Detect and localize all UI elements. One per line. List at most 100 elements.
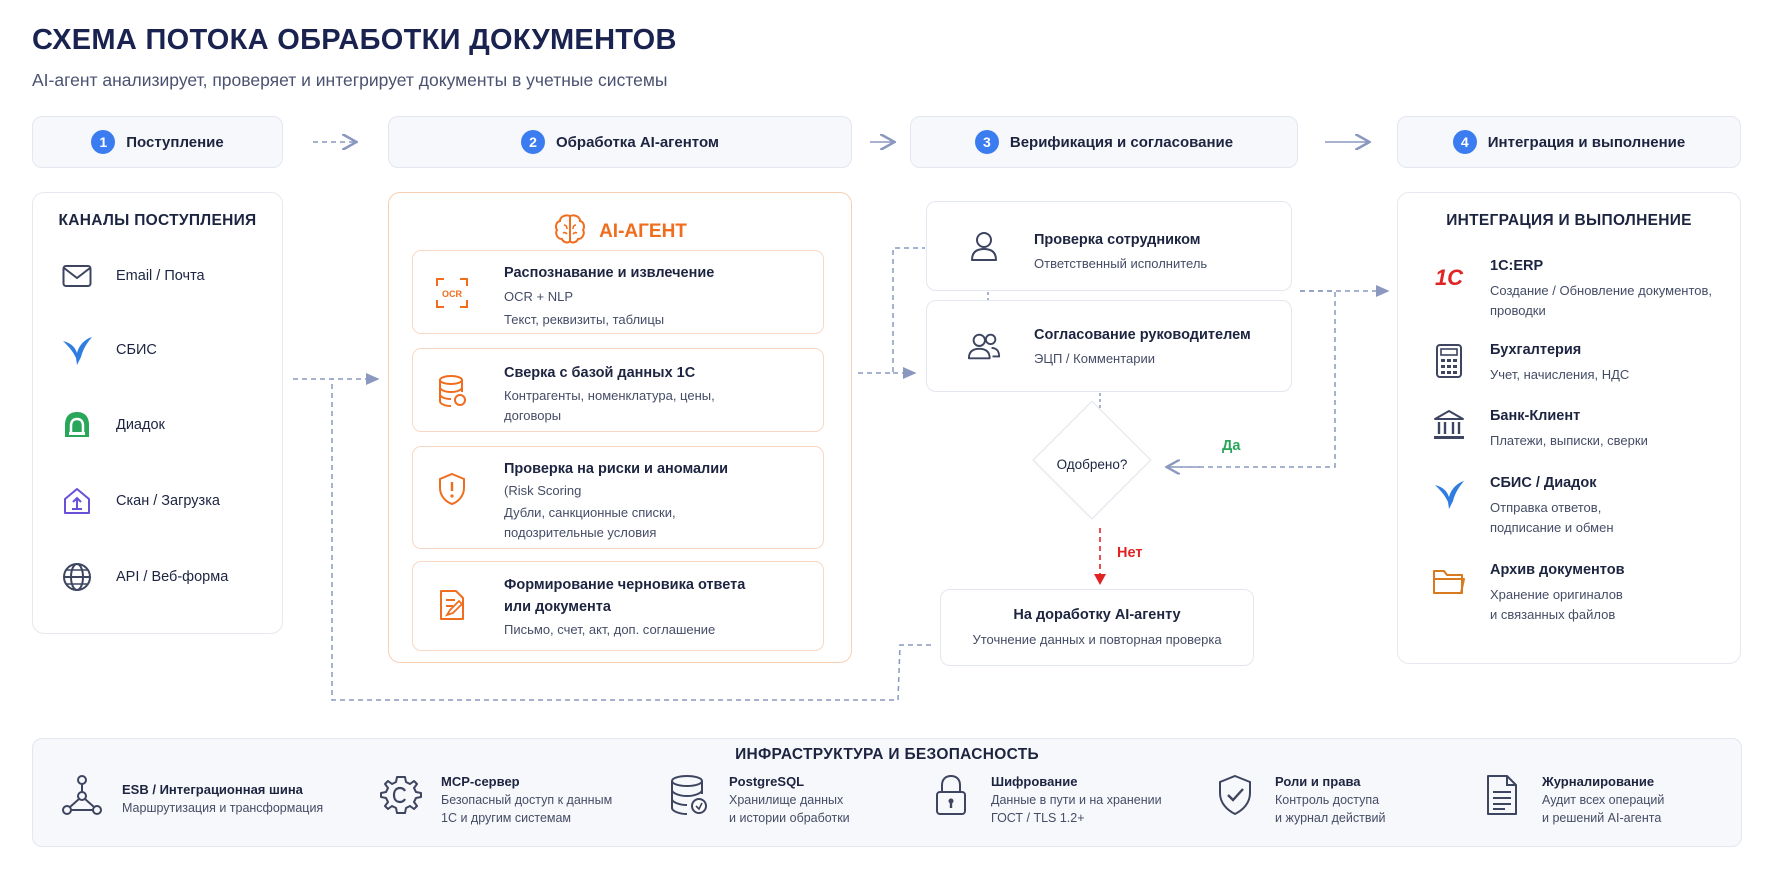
channel-label: API / Веб-форма [116, 569, 229, 585]
infra-item-line: Маршрутизация и трансформация [122, 801, 324, 815]
calculator-icon [1426, 341, 1472, 381]
infra-item-title: MCP-сервер [441, 774, 520, 789]
stage-label: Верификация и согласование [1009, 133, 1234, 151]
channel-diadoc: Диадок [60, 408, 165, 442]
integration-item-title: Архив документов [1490, 562, 1625, 578]
infra-item-line: Данные в пути и на хранении [991, 793, 1162, 807]
ai-step-draft: Формирование черновика ответа или докуме… [412, 561, 824, 651]
brain-icon [553, 213, 587, 251]
users-icon [967, 329, 1001, 363]
rework-title: На доработку AI-агенту [1013, 607, 1181, 623]
ai-agent-panel: AI-АГЕНТ OCR Распознавание и извлечение … [388, 192, 852, 663]
infrastructure-title: ИНФРАСТРУКТУРА И БЕЗОПАСНОСТЬ [735, 746, 1039, 763]
database-icon [435, 374, 469, 408]
infra-item-line: и истории обработки [729, 811, 850, 825]
employee-review-card: Проверка сотрудником Ответственный испол… [926, 201, 1292, 291]
ai-step-recognition: OCR Распознавание и извлечение OCR + NLP… [412, 250, 824, 334]
ai-step-title-line: Формирование черновика ответа [504, 577, 746, 593]
ai-to-verification-arrow [858, 247, 925, 374]
stage-number-badge: 1 [91, 130, 116, 154]
integration-title: ИНТЕГРАЦИЯ И ВЫПОЛНЕНИЕ [1446, 212, 1692, 229]
user-icon [967, 229, 1001, 263]
diadoc-icon [60, 408, 94, 442]
sbis-bird-icon [60, 333, 94, 367]
stage-verification: 3 Верификация и согласование [910, 116, 1298, 168]
stage-integration: 4 Интеграция и выполнение [1397, 116, 1741, 168]
ai-step-line: OCR + NLP [504, 289, 573, 304]
channel-api-webform: API / Веб-форма [60, 560, 228, 594]
ai-step-db-check: Сверка с базой данных 1С Контрагенты, но… [412, 348, 824, 432]
stage-intake: 1 Поступление [32, 116, 283, 168]
decision-label: Одобрено? [1056, 457, 1128, 472]
integration-item-line: и связанных файлов [1490, 607, 1616, 622]
integration-item-title: Банк-Клиент [1490, 408, 1581, 424]
manager-approval-title: Согласование руководителем [1034, 327, 1251, 343]
stage-label: Обработка AI-агентом [555, 133, 720, 151]
no-path-arrowhead [1094, 574, 1106, 585]
integration-item-title: 1С:ERP [1490, 258, 1544, 274]
rework-card: На доработку AI-агенту Уточнение данных … [940, 589, 1254, 666]
stage-ai-processing: 2 Обработка AI-агентом [388, 116, 852, 168]
employee-review-title: Проверка сотрудником [1034, 232, 1201, 248]
shield-alert-icon [435, 472, 469, 506]
ai-step-title: Распознавание и извлечение [504, 265, 715, 281]
integration-item-line: проводки [1490, 303, 1546, 318]
integration-panel: ИНТЕГРАЦИЯ И ВЫПОЛНЕНИЕ 1С 1С:ERP Создан… [1397, 192, 1741, 664]
shield-check-icon [1213, 773, 1257, 817]
channel-label: Диадок [116, 417, 165, 433]
integration-item-line: Учет, начисления, НДС [1490, 367, 1630, 382]
log-document-icon [1480, 773, 1524, 817]
channel-sbis: СБИС [60, 333, 157, 367]
1c-logo-text: 1С [1435, 265, 1464, 290]
ai-step-line: Дубли, санкционные списки, [504, 505, 676, 520]
ai-step-title: Сверка с базой данных 1С [504, 365, 696, 381]
channel-label: СБИС [116, 342, 157, 358]
ai-step-risk-check: Проверка на риски и аномалии (Risk Scori… [412, 446, 824, 549]
infra-item-line: и решений AI-агента [1542, 811, 1662, 825]
globe-icon [60, 560, 94, 594]
folder-icon [1426, 561, 1472, 601]
infra-item-line: ГОСТ / TLS 1.2+ [991, 811, 1085, 825]
channels-title: КАНАЛЫ ПОСТУПЛЕНИЯ [58, 212, 257, 229]
infra-item-line: Хранилище данных [729, 793, 844, 807]
infra-item-title: Шифрование [991, 774, 1078, 789]
lock-icon [929, 773, 973, 817]
stage-label: Интеграция и выполнение [1487, 133, 1686, 151]
rework-subtitle: Уточнение данных и повторная проверка [972, 632, 1222, 647]
ocr-icon-text: OCR [442, 289, 463, 299]
integration-item-title: Бухгалтерия [1490, 342, 1582, 358]
employee-review-subtitle: Ответственный исполнитель [1034, 256, 1208, 271]
infra-item-title: PostgreSQL [729, 774, 805, 789]
page-title: СХЕМА ПОТОКА ОБРАБОТКИ ДОКУМЕНТОВ [32, 24, 677, 56]
infra-item-title: Роли и права [1275, 774, 1361, 789]
upload-icon [60, 484, 94, 518]
gear-icon [379, 773, 423, 817]
ai-step-title: Проверка на риски и аномалии [504, 461, 729, 477]
bank-icon [1426, 405, 1472, 445]
integration-item-line: Отправка ответов, [1490, 500, 1602, 515]
ai-step-title-line: или документа [504, 599, 611, 615]
1c-logo-icon: 1С [1426, 257, 1472, 297]
ai-step-line: (Risk Scoring [504, 483, 582, 498]
no-label: Нет [1117, 545, 1143, 561]
channel-scan-upload: Скан / Загрузка [60, 484, 220, 518]
integration-item-line: Хранение оригиналов [1490, 587, 1623, 602]
page-subtitle: AI-агент анализирует, проверяет и интегр… [32, 70, 668, 90]
ai-agent-header: AI-АГЕНТ [389, 213, 851, 251]
integration-item-title: СБИС / Диадок [1490, 475, 1597, 491]
infra-item-line: Безопасный доступ к данным [441, 793, 613, 807]
sbis-bird-icon [1426, 474, 1472, 514]
integration-item-line: подписание и обмен [1490, 520, 1614, 535]
stage-number-badge: 3 [974, 130, 999, 154]
yes-label: Да [1222, 438, 1241, 454]
ai-agent-title: AI-АГЕНТ [599, 221, 687, 242]
channel-label: Email / Почта [116, 268, 205, 284]
channel-label: Скан / Загрузка [116, 493, 220, 509]
ai-step-line: подозрительные условия [504, 525, 657, 540]
infra-item-line: Контроль доступа [1275, 793, 1380, 807]
infra-item-title: ESB / Интеграционная шина [122, 782, 303, 797]
stage-number-badge: 2 [520, 130, 545, 154]
ai-step-line: договоры [504, 408, 562, 423]
stage-label: Поступление [126, 133, 224, 151]
infra-item-line: 1С и другим системам [441, 811, 572, 825]
